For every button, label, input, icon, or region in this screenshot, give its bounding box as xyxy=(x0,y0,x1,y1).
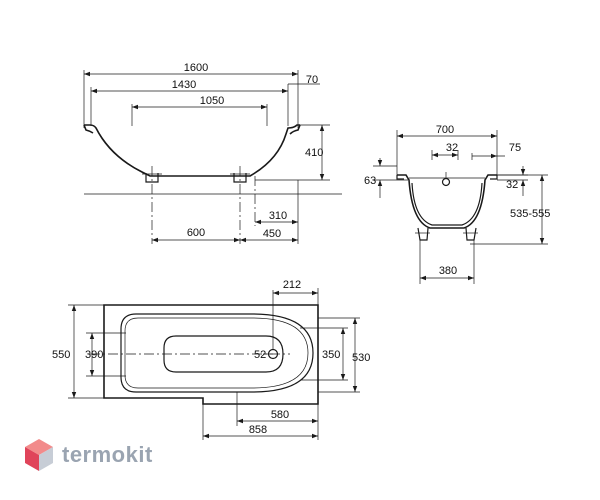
dim-bottom-length: 1050 xyxy=(200,95,224,107)
dim-overall-length: 1600 xyxy=(184,62,208,74)
end-view: 700 75 32 63 32 535-555 380 xyxy=(364,124,550,284)
dim-drain-from-end: 212 xyxy=(283,279,301,291)
side-view: 1600 70 1430 1050 410 310 600 450 xyxy=(83,62,342,244)
dim-leg-spread: 380 xyxy=(439,265,457,277)
cube-logo-icon xyxy=(25,439,53,471)
top-view: 550 390 350 530 52 212 580 858 xyxy=(52,279,370,440)
dim-straight-section: 580 xyxy=(271,409,289,421)
dim-drain-diameter: 52 xyxy=(254,349,266,361)
dim-overflow-gap: 32 xyxy=(446,142,458,154)
dim-rim-thickness: 32 xyxy=(506,179,518,191)
dim-rim-offset: 70 xyxy=(306,74,318,86)
dim-drain-offset: 310 xyxy=(269,210,287,222)
dim-leg-to-leg: 600 xyxy=(187,227,205,239)
dim-rounded-end-width: 350 xyxy=(322,349,340,361)
dim-height: 410 xyxy=(305,147,323,159)
dim-leg-to-drain: 450 xyxy=(263,228,281,240)
dim-rounded-section: 858 xyxy=(249,424,267,436)
dim-inner-length: 1430 xyxy=(172,79,196,91)
dim-rim-height: 63 xyxy=(364,175,376,187)
cube-left-face xyxy=(25,447,39,471)
dim-rim-inset: 75 xyxy=(509,142,521,154)
dim-installed-height: 535-555 xyxy=(510,208,550,220)
dim-outer-back-width: 530 xyxy=(352,352,370,364)
dim-inner-width: 390 xyxy=(85,349,103,361)
dim-overall-width-top: 550 xyxy=(52,349,70,361)
brand-name: termokit xyxy=(62,442,153,467)
cube-right-face xyxy=(39,447,53,471)
dim-overall-width: 700 xyxy=(436,124,454,136)
brand-logo: termokit xyxy=(22,437,153,473)
